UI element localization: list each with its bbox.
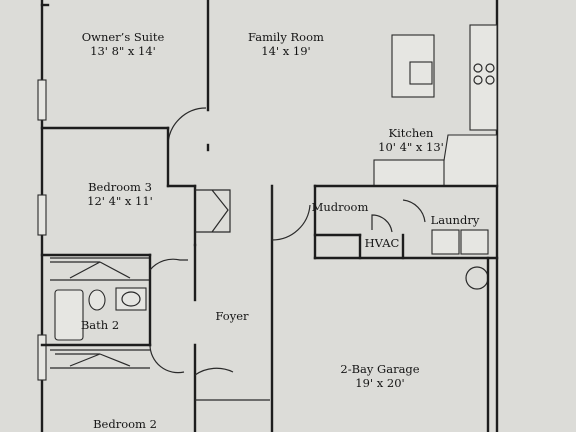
owners-suite-size: 13' 8" x 14' <box>90 44 156 58</box>
owners-suite-label: Owner’s Suite 13' 8" x 14' <box>78 30 168 58</box>
vanity-sink <box>115 287 147 311</box>
bathtub <box>54 289 84 341</box>
garage-door-swing <box>271 186 311 241</box>
sink-bowl <box>121 291 141 307</box>
closet-bifold <box>195 189 231 233</box>
garage-label: 2-Bay Garage 19' x 20' <box>330 362 430 390</box>
washer <box>431 229 460 255</box>
burner <box>485 63 495 73</box>
garage-name: 2-Bay Garage <box>340 362 420 376</box>
kitchen-label: Kitchen 10' 4" x 13' <box>374 126 448 154</box>
kitchen-size: 10' 4" x 13' <box>378 140 444 154</box>
front-door <box>194 367 270 401</box>
owners-suite-door <box>167 107 207 146</box>
burner <box>473 63 483 73</box>
water-heater <box>465 266 489 290</box>
family-room-name: Family Room <box>248 30 324 44</box>
garage-size: 19' x 20' <box>355 376 405 390</box>
kitchen-counter-corner <box>439 134 498 187</box>
island-sink <box>409 61 433 85</box>
foyer-label: Foyer <box>215 309 249 323</box>
bedroom3-label: Bedroom 3 12' 4" x 11' <box>70 180 170 208</box>
owners-suite-name: Owner’s Suite <box>81 30 165 44</box>
family-room-size: 14' x 19' <box>261 44 311 58</box>
bedroom3-name: Bedroom 3 <box>88 180 152 194</box>
bedroom3-closet <box>50 257 150 281</box>
bedroom2-closet <box>50 349 150 369</box>
kitchen-name: Kitchen <box>388 126 434 140</box>
bath2-label: Bath 2 <box>80 318 120 332</box>
window-bedroom2 <box>37 334 47 381</box>
kitchen-counter-south <box>373 159 445 187</box>
dryer <box>460 229 489 255</box>
family-room-label: Family Room 14' x 19' <box>236 30 336 58</box>
hvac-label: HVAC <box>364 236 400 250</box>
bedroom2-label: Bedroom 2 <box>93 417 157 431</box>
laundry-label: Laundry <box>430 213 480 227</box>
window-bedroom3 <box>37 194 47 236</box>
utility-doors <box>371 199 426 233</box>
bath-doors <box>149 258 188 374</box>
mudroom-label: Mudroom <box>311 200 369 214</box>
burner <box>485 75 495 85</box>
bedroom3-size: 12' 4" x 11' <box>87 194 153 208</box>
window-owners-suite <box>37 79 47 121</box>
burner <box>473 75 483 85</box>
toilet <box>88 289 106 311</box>
